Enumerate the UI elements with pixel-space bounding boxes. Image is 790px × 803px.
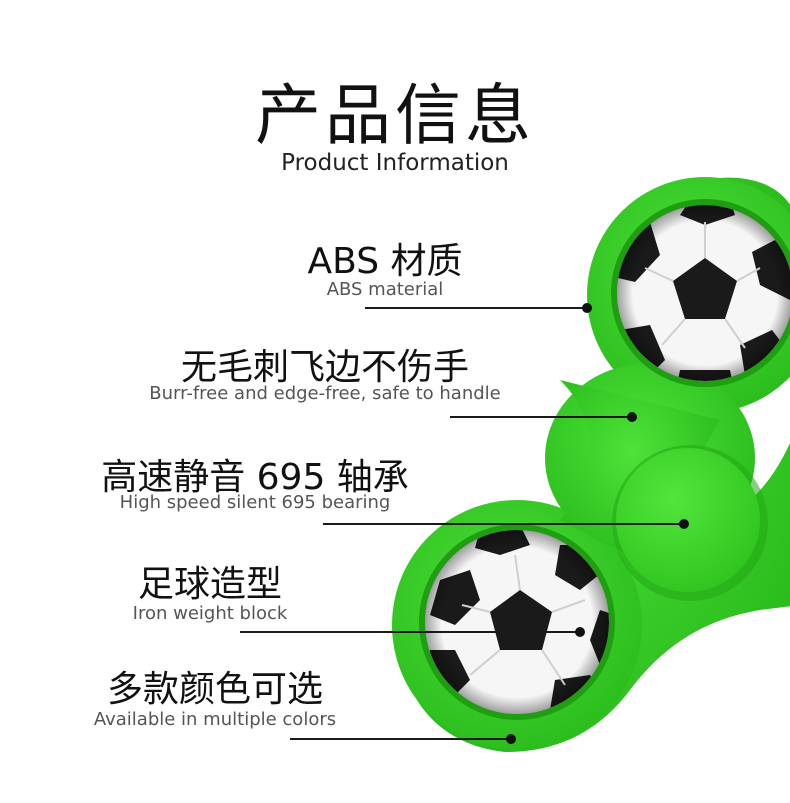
- callout-line-colors: [290, 738, 512, 740]
- callout-line-abs: [365, 307, 587, 309]
- page-title: 产品信息: [255, 77, 535, 154]
- football-bottom: [419, 524, 615, 720]
- feature-title-football-shape: 足球造型: [137, 564, 282, 605]
- callout-line-football-shape: [240, 631, 580, 633]
- callout-dot-burr-free: [627, 412, 637, 422]
- feature-subtitle-football-shape: Iron weight block: [132, 603, 288, 624]
- feature-title-burr-free: 无毛刺飞边不伤手: [180, 347, 469, 388]
- callout-dot-colors: [506, 734, 516, 744]
- feature-title-bearing: 高速静音 695 轴承: [101, 457, 409, 498]
- feature-subtitle-burr-free: Burr-free and edge-free, safe to handle: [149, 383, 501, 404]
- callout-dot-football-shape: [575, 627, 585, 637]
- feature-subtitle-colors: Available in multiple colors: [93, 709, 337, 730]
- football-top: [611, 199, 790, 387]
- feature-title-colors: 多款颜色可选: [106, 669, 323, 710]
- feature-title-abs: ABS 材质: [307, 241, 463, 282]
- callout-line-burr-free: [450, 416, 632, 418]
- callout-line-bearing: [323, 523, 685, 525]
- feature-subtitle-bearing: High speed silent 695 bearing: [119, 492, 391, 513]
- callout-dot-bearing: [679, 519, 689, 529]
- page-subtitle: Product Information: [281, 150, 509, 176]
- callout-dot-abs: [582, 303, 592, 313]
- feature-subtitle-abs: ABS material: [326, 279, 444, 300]
